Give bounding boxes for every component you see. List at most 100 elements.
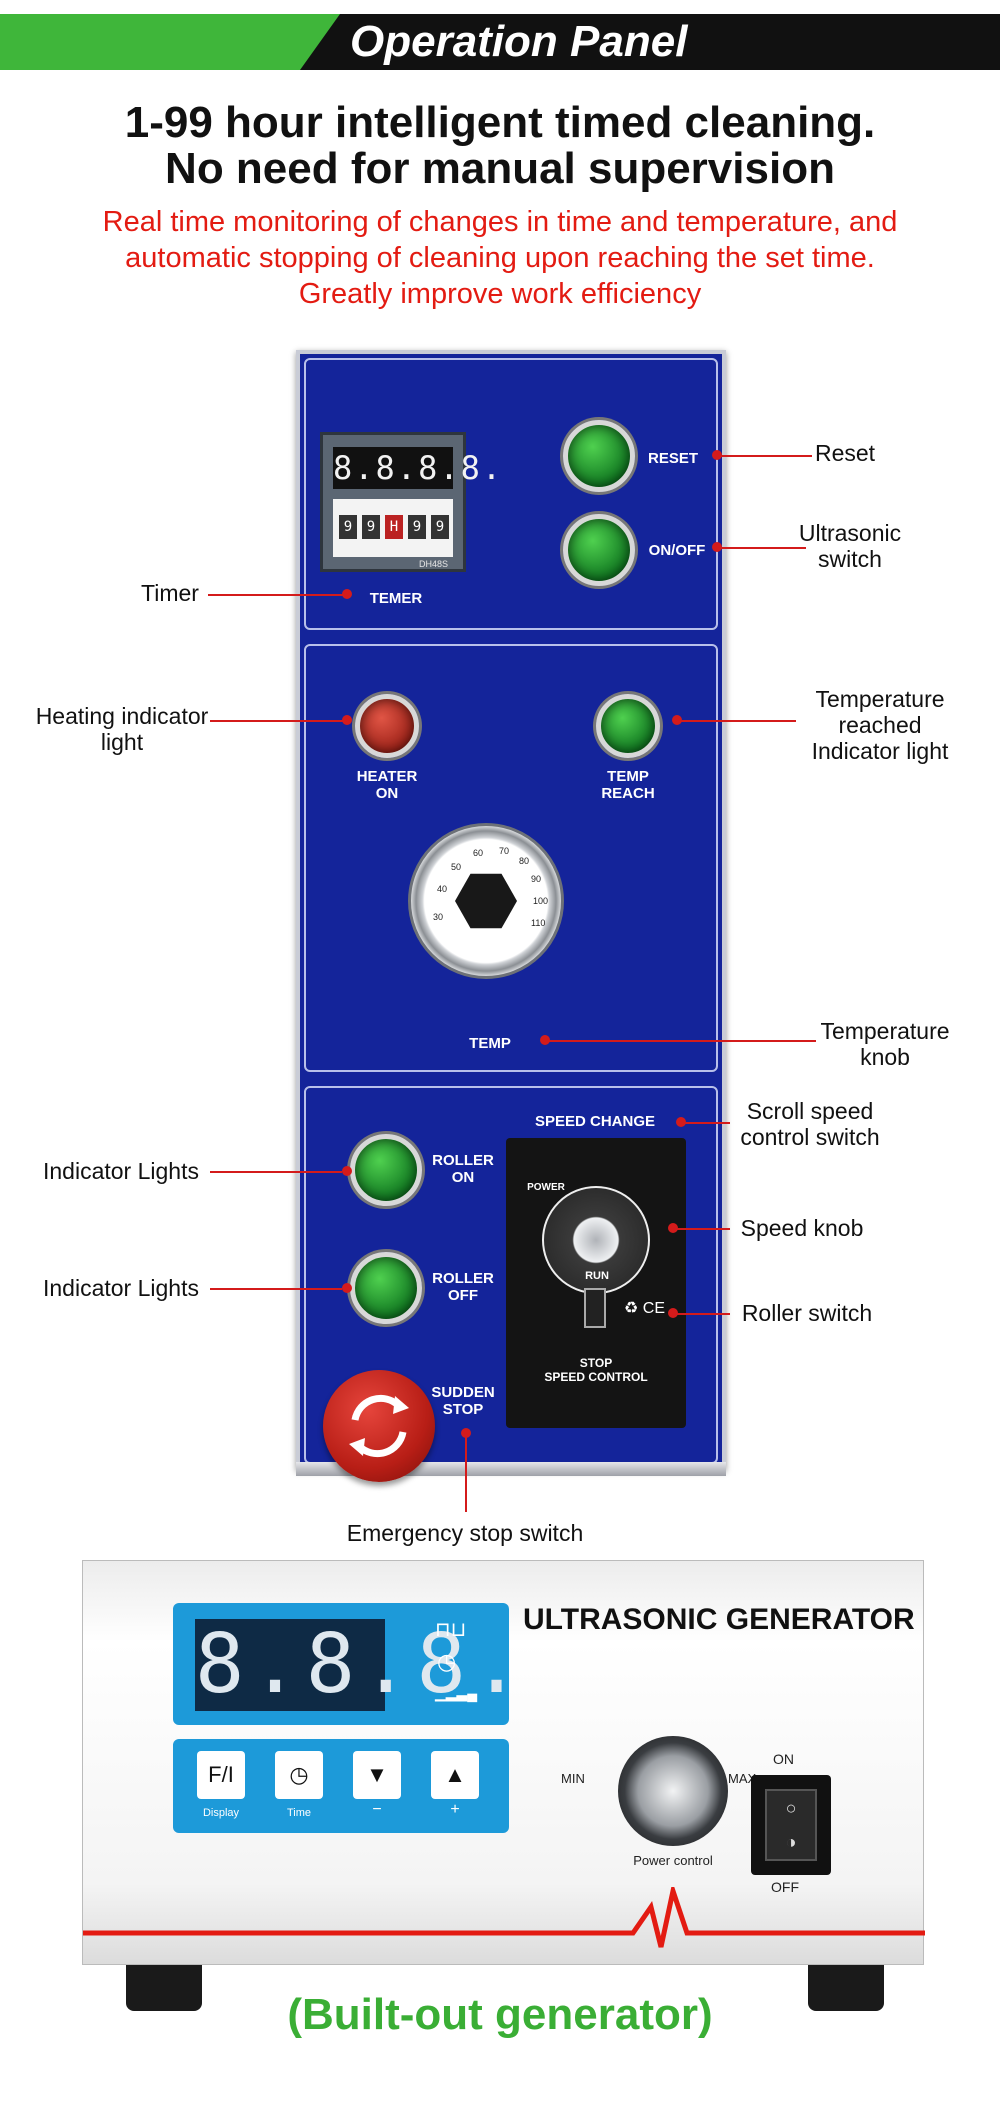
generator-display-panel: 8.8.8. ⊓⊔ ◷ ▁▂▃▄ (173, 1603, 528, 1725)
temp-scale-label: 60 (473, 848, 484, 858)
power-control-label: Power control (633, 1853, 713, 1868)
power-rocker-switch[interactable]: ○◑ (751, 1775, 831, 1875)
annotation-speed-knob: Speed knob (740, 1215, 864, 1241)
leader-dot (540, 1035, 550, 1045)
leader-line (676, 720, 796, 722)
time-button[interactable]: ◷ (275, 1751, 323, 1799)
subheadline: Real time monitoring of changes in time … (102, 206, 898, 310)
leader-dot (712, 542, 722, 552)
built-out-caption: (Built-out generator) (287, 1990, 713, 2039)
leader-line (682, 1122, 730, 1124)
leader-dot (461, 1428, 471, 1438)
temp-scale-label: 30 (433, 912, 444, 922)
speed-controller: POWER RUN ♻ CE STOP SPEED CONTROL (506, 1138, 686, 1428)
run-label: RUN (585, 1270, 609, 1282)
timer-digit[interactable]: H (385, 515, 403, 539)
key-label: Display (202, 1807, 240, 1819)
clock-icon: ◷ (437, 1649, 457, 1674)
leader-line (674, 1313, 730, 1315)
temp-scale-label: 70 (499, 846, 510, 856)
leader-dot (672, 715, 682, 725)
power-control-knob[interactable] (618, 1736, 728, 1846)
key-label: + (450, 1801, 460, 1818)
switch-on-label: ON (773, 1751, 794, 1767)
temp-reach-label: TEMP REACH (601, 768, 655, 802)
key-label: Time (286, 1807, 312, 1819)
leader-line (210, 720, 350, 722)
plus-button[interactable]: ▲ (431, 1751, 479, 1799)
banner-title: Operation Panel (350, 17, 688, 66)
leader-dot (668, 1223, 678, 1233)
headline-line2: No need for manual supervision (165, 144, 835, 193)
timer-module: 8.8.8.8. 9 9 H 9 9 DH48S (320, 432, 504, 572)
temp-reach-indicator-light (596, 694, 660, 758)
leader-dot (342, 1166, 352, 1176)
leader-dot (342, 589, 352, 599)
timer-digit[interactable]: 9 (408, 515, 426, 539)
temp-scale-label: 110 (531, 918, 546, 928)
ultrasonic-onoff-button[interactable] (563, 514, 635, 586)
stop-speed-label: STOP SPEED CONTROL (544, 1356, 648, 1384)
timer-display: 8.8.8.8. (333, 447, 504, 489)
fi-display-button[interactable]: F/I (197, 1751, 245, 1799)
emergency-stop-button[interactable] (323, 1370, 435, 1482)
timer-section (304, 358, 718, 630)
annotation-temp-knob: Temperature knob (820, 1018, 950, 1070)
key-label: − (372, 1801, 382, 1818)
signal-icon: ▁▂▃▄ (435, 1685, 478, 1701)
generator-title: ULTRASONIC GENERATOR (523, 1603, 915, 1636)
temp-scale-label: 100 (533, 896, 549, 906)
temp-scale-label: 90 (531, 874, 542, 884)
rotate-arrows-icon (349, 1394, 409, 1458)
leader-line (208, 594, 348, 596)
leader-dot (342, 1283, 352, 1293)
roller-off-indicator-light (350, 1252, 422, 1324)
timer-model: DH48S (419, 559, 449, 569)
temer-label: TEMER (369, 590, 423, 607)
temp-scale-label: 80 (519, 856, 530, 866)
timer-digit[interactable]: 9 (431, 515, 449, 539)
temp-label: TEMP (469, 1035, 511, 1052)
leader-line (465, 1432, 467, 1512)
generator-foot-right (808, 1965, 884, 2011)
ultrasonic-generator: 8.8.8. ⊓⊔ ◷ ▁▂▃▄ F/I Display ◷ Time ▼ − … (82, 1560, 925, 1965)
temperature-knob[interactable]: 30 40 50 60 70 80 90 100 110 (408, 823, 564, 979)
ce-icon: ♻ CE (624, 1300, 666, 1317)
generator-foot-left (126, 1965, 202, 2011)
reset-button[interactable] (563, 420, 635, 492)
temperature-section (304, 644, 718, 1072)
speed-change-label: SPEED CHANGE (534, 1113, 656, 1130)
roller-off-label: ROLLER OFF (432, 1270, 494, 1304)
leader-line (716, 455, 812, 457)
leader-line (674, 1228, 730, 1230)
timer-digit[interactable]: 9 (362, 515, 380, 539)
roller-on-label: ROLLER ON (432, 1152, 494, 1186)
annotation-reset: Reset (814, 440, 876, 466)
power-label: POWER (527, 1182, 565, 1193)
minus-button[interactable]: ▼ (353, 1751, 401, 1799)
headline: 1-99 hour intelligent timed cleaning. No… (0, 100, 1000, 192)
leader-dot (342, 715, 352, 725)
annotation-scroll-speed: Scroll speed control switch (740, 1098, 880, 1150)
headline-line1: 1-99 hour intelligent timed cleaning. (124, 98, 876, 147)
generator-keypad: F/I Display ◷ Time ▼ − ▲ + (173, 1739, 509, 1833)
annotation-indicator-lights-2: Indicator Lights (43, 1275, 199, 1301)
generator-display: 8.8.8. (195, 1617, 528, 1712)
knob-lock-icon (455, 873, 517, 929)
pulse-icon: ⊓⊔ (435, 1619, 467, 1641)
red-pulse-line (83, 1887, 925, 1948)
temp-scale-label: 40 (437, 884, 448, 894)
leader-dot (668, 1308, 678, 1318)
timer-digit[interactable]: 9 (339, 515, 357, 539)
annotation-timer: Timer (141, 580, 199, 606)
roller-on-indicator-light (350, 1134, 422, 1206)
knob-max-label: MAX (728, 1771, 757, 1786)
roller-switch[interactable] (584, 1288, 606, 1328)
sudden-stop-label: SUDDEN STOP (431, 1384, 495, 1418)
knob-min-label: MIN (561, 1771, 585, 1786)
temp-scale-label: 50 (451, 862, 462, 872)
annotation-temp-reached: Temperature reached Indicator light (811, 686, 949, 764)
speed-knob[interactable] (542, 1186, 650, 1294)
timer-dials: 9 9 H 9 9 (333, 499, 453, 557)
leader-line (210, 1288, 342, 1290)
